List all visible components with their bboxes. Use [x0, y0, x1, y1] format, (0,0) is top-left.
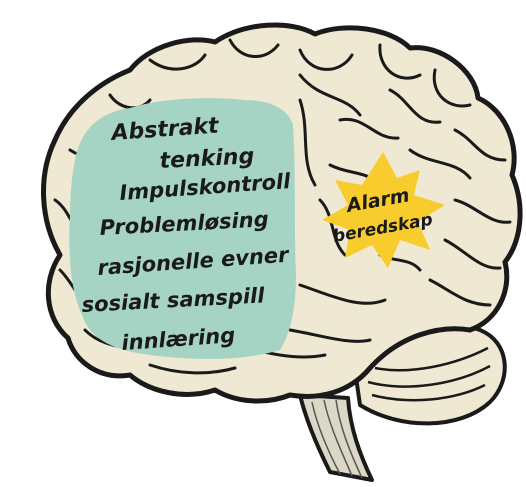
- label-tenking: tenking: [159, 144, 255, 174]
